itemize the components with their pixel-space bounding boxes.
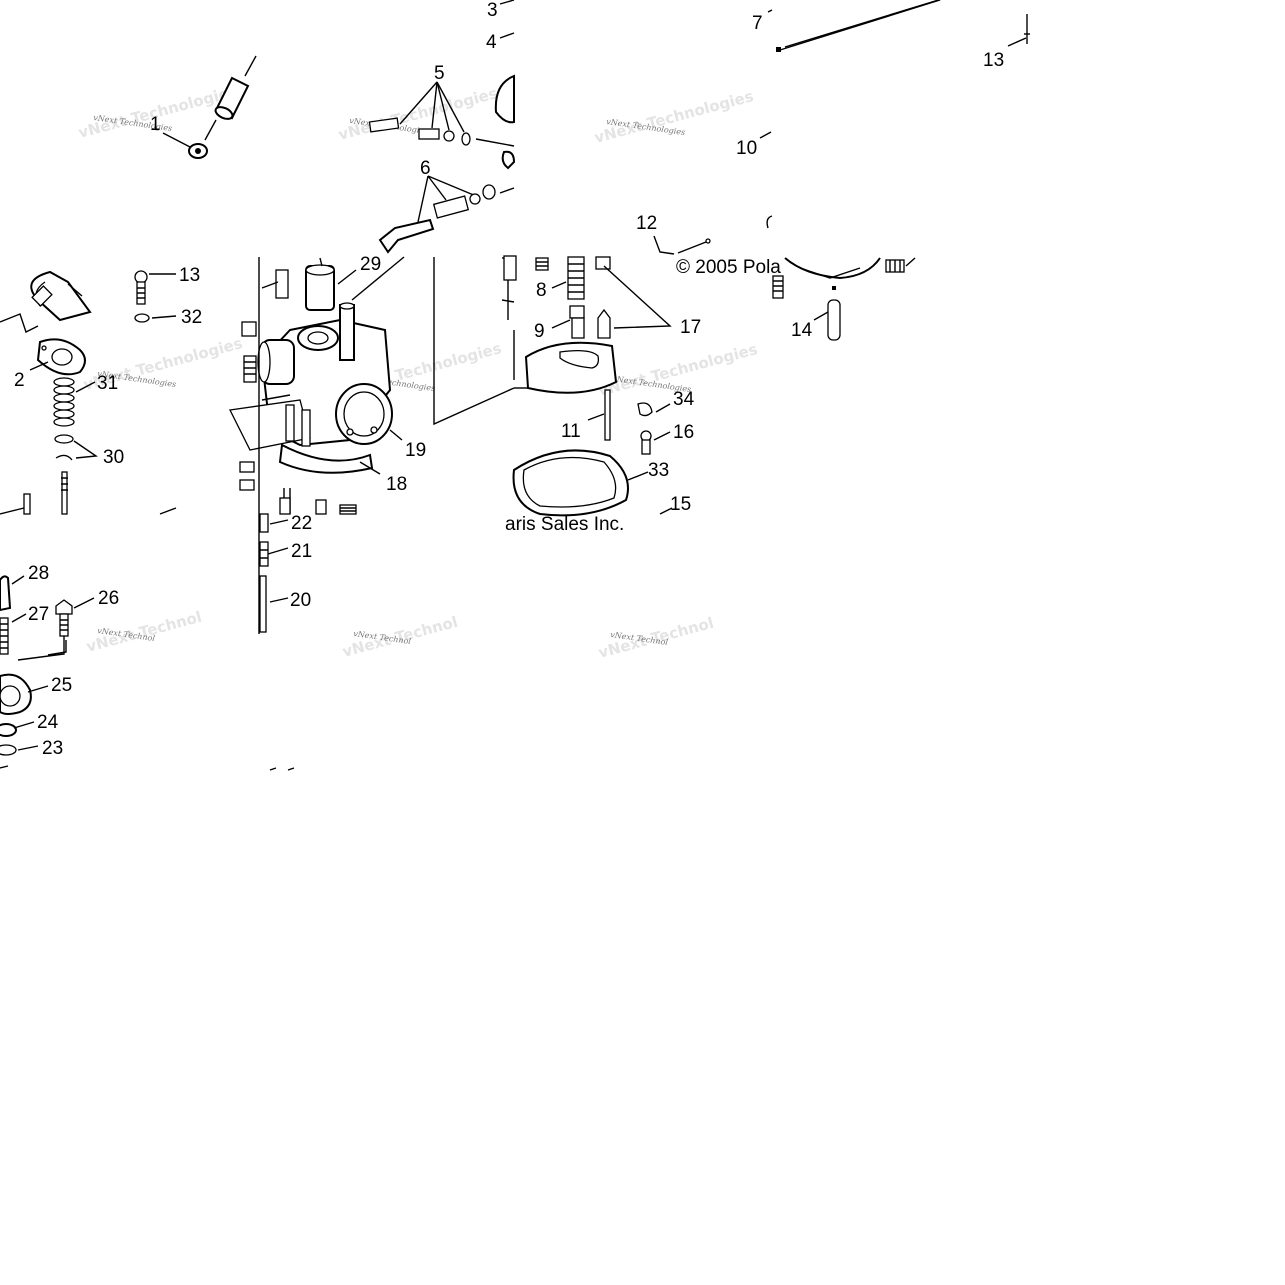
callout-10: 10 [736, 138, 757, 159]
callout-16: 16 [673, 422, 694, 443]
callout-31: 31 [97, 373, 118, 394]
callout-22: 22 [291, 513, 312, 534]
callout-19: 19 [405, 440, 426, 461]
callout-21: 21 [291, 541, 312, 562]
tile-middle-left [0, 270, 177, 515]
choke-plunger-part [162, 55, 257, 159]
air-screw-part [368, 81, 516, 170]
tile-top-right [653, 0, 1030, 341]
idle-screw-part [378, 175, 515, 254]
callout-24: 24 [37, 712, 59, 733]
callout-7: 7 [752, 13, 763, 34]
copyright-notice: © 2005 Pola aris Sales Inc. [505, 257, 781, 535]
copyright-text-part-a: © 2005 Pola [676, 257, 781, 278]
callout-4: 4 [486, 32, 497, 53]
tile-bottom-left [0, 575, 95, 769]
carburetor-body-part [229, 256, 515, 515]
callout-13-top: 13 [983, 50, 1004, 71]
callout-11: 11 [561, 421, 581, 442]
callout-14: 14 [791, 320, 813, 341]
tile-top-middle [368, 0, 516, 254]
tile-middle-right [501, 255, 673, 517]
callout-33: 33 [648, 460, 669, 481]
callout-26: 26 [98, 588, 119, 609]
callout-5: 5 [434, 63, 445, 84]
callout-13-left: 13 [179, 265, 200, 286]
callout-18: 18 [386, 474, 407, 495]
callout-8: 8 [536, 280, 547, 301]
callout-34: 34 [673, 389, 695, 410]
watermarks: vNext Technologies vNext Technologies vN… [76, 82, 759, 662]
callout-2: 2 [14, 370, 25, 391]
tile-bottom-center [258, 513, 295, 771]
callout-labels: 1 2 3 4 5 6 7 8 9 10 11 12 13 13 14 15 1… [14, 0, 1004, 759]
callout-29: 29 [360, 254, 381, 275]
callout-32: 32 [181, 307, 202, 328]
watermark-shadow: vNext Technologies [592, 87, 755, 147]
tile-top-left [162, 55, 257, 159]
callout-3: 3 [487, 0, 498, 21]
callout-23: 23 [42, 738, 63, 759]
spring-part [53, 377, 75, 427]
callout-12: 12 [636, 213, 657, 234]
callout-27: 27 [28, 604, 49, 625]
callout-30: 30 [103, 447, 124, 468]
copyright-text-part-b: aris Sales Inc. [505, 514, 624, 535]
callout-20: 20 [290, 590, 311, 611]
callout-6: 6 [420, 158, 431, 179]
callout-9: 9 [534, 321, 545, 342]
callout-25: 25 [51, 675, 72, 696]
callout-1: 1 [150, 114, 161, 135]
watermark-shadow: vNext Technologies [336, 84, 499, 144]
callout-15: 15 [670, 494, 691, 515]
tile-center [229, 256, 515, 515]
callout-28: 28 [28, 563, 49, 584]
callout-17: 17 [680, 317, 701, 338]
